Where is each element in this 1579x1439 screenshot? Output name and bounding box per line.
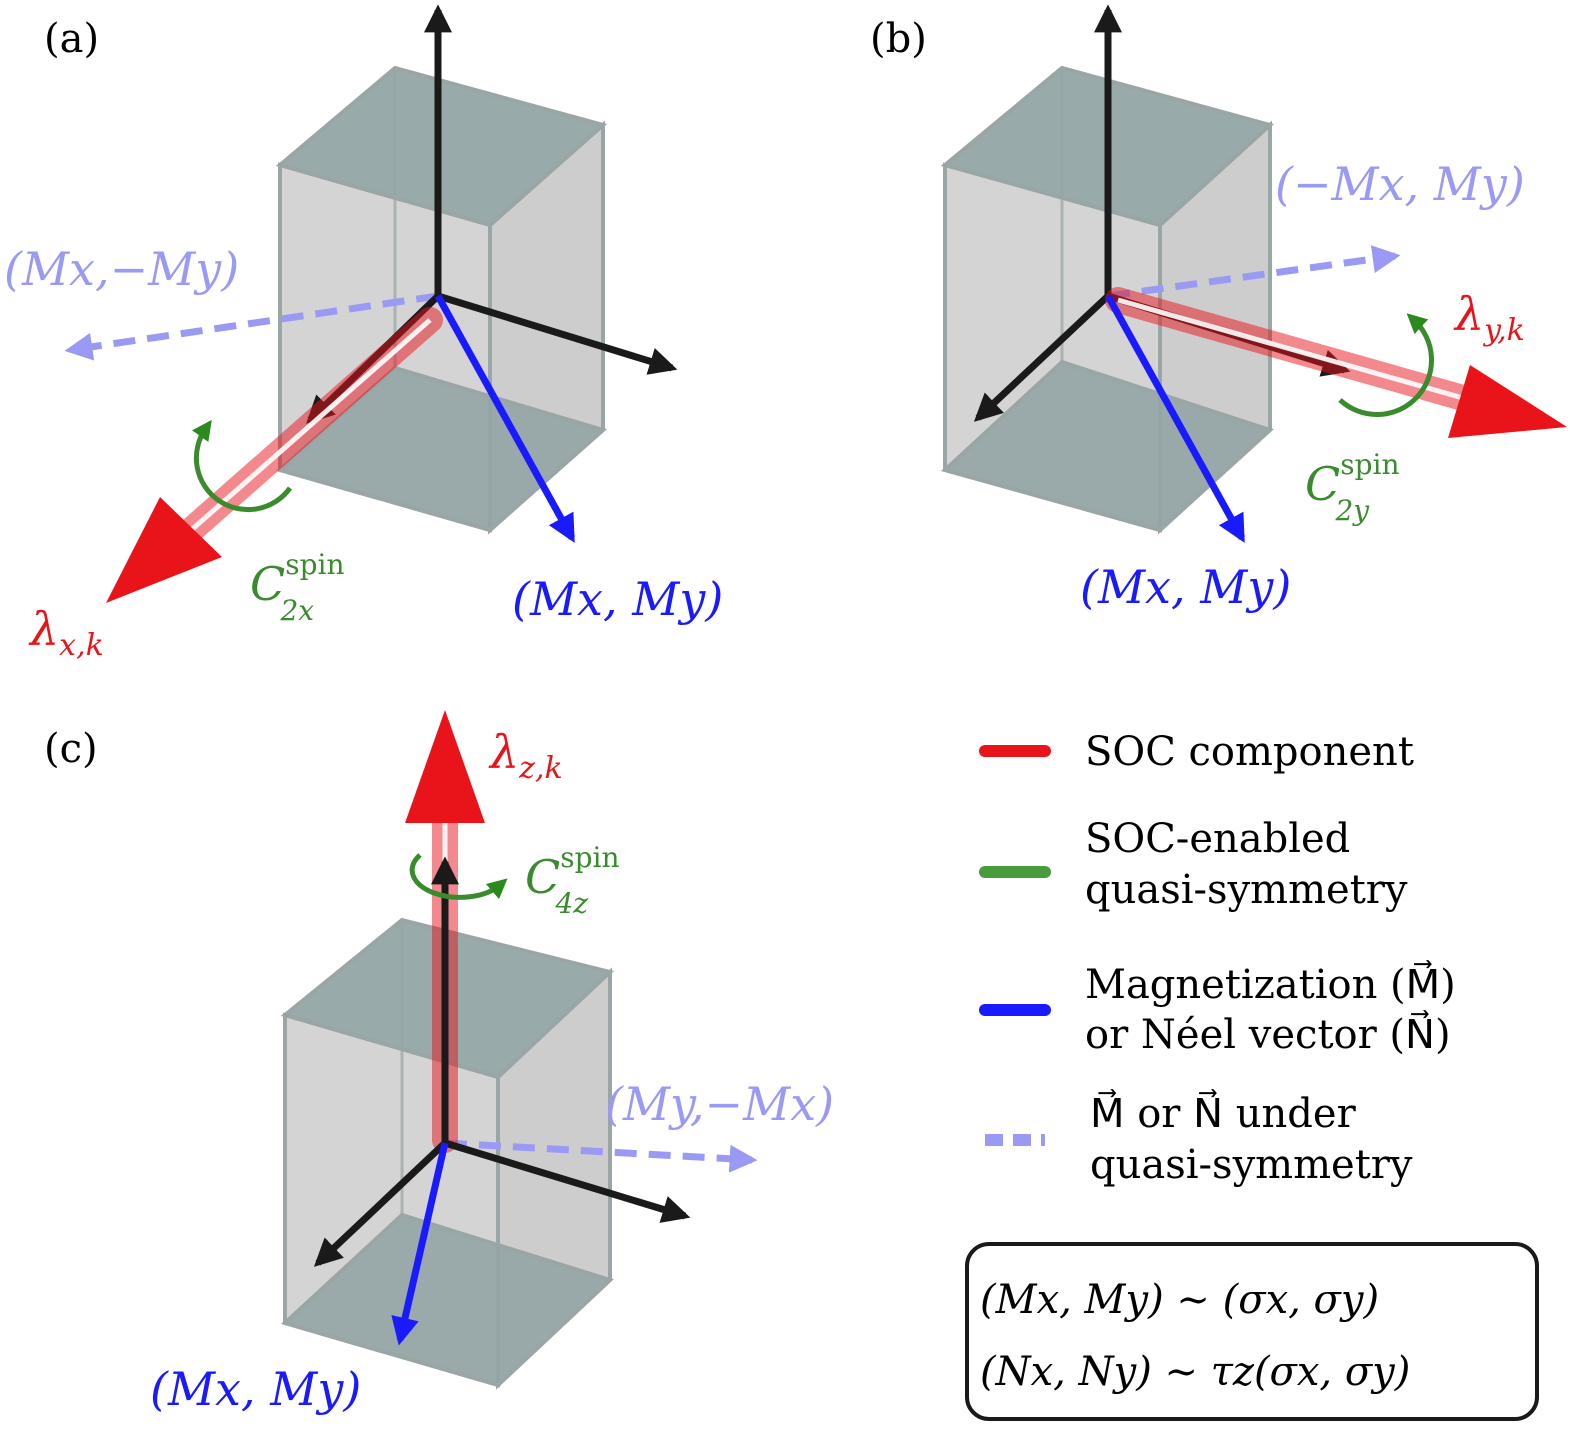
panel-b-mag-label: (Mx, My): [1080, 560, 1291, 614]
legend-label-vector-under-quasi-symmetry-2: quasi-symmetry: [1090, 1142, 1413, 1188]
panel-a-ghost-arrow: [64, 292, 439, 361]
panel-b-rotation-arrow: [1338, 313, 1434, 417]
panel-c-y-axis: [443, 1139, 691, 1223]
legend-label-vector-under-quasi-symmetry-1: M⃗ or N⃗ under: [1090, 1089, 1357, 1137]
panel-c-label: (c): [44, 726, 98, 772]
panel-b-ghost-arrow: [1107, 245, 1401, 300]
relation-magnetization: (Mx, My) ∼ (σx, σy): [980, 1277, 1379, 1323]
legend-label-quasi-symmetry-2: quasi-symmetry: [1085, 867, 1408, 913]
panel-a-soc-label: λx,k: [28, 602, 104, 663]
legend-label-quasi-symmetry-1: SOC-enabled: [1085, 816, 1350, 862]
panel-c-mag-arrow: [391, 1142, 449, 1346]
panel-a-y-axis: [436, 292, 678, 375]
legend: SOC component SOC-enabled quasi-symmetry…: [965, 729, 1539, 1421]
panel-c-ghost-label: (My,−Mx): [605, 1077, 834, 1131]
panel-a-ghost-label: (Mx,−My): [4, 242, 239, 296]
legend-label-soc: SOC component: [1085, 729, 1414, 775]
panel-b-mag-arrow: [1104, 294, 1246, 543]
panel-a-label: (a): [44, 16, 99, 62]
panel-c-soc-label: λz,k: [488, 725, 563, 786]
panel-c-x-axis: [313, 1140, 448, 1267]
panel-b-ghost-label: (−Mx, My): [1275, 157, 1525, 211]
panel-b-soc-arrow: [1105, 287, 1567, 438]
panel-a-mag-label: (Mx, My): [512, 572, 723, 626]
panel-c-mag-label: (Mx, My): [150, 1362, 361, 1416]
panel-a-rotation-arrow: [192, 419, 293, 513]
panel-c-rotation-arrow: [409, 853, 508, 900]
panel-c-ghost-arrow: [444, 1139, 758, 1173]
panel-a-mag-arrow: [434, 294, 576, 543]
relation-neel: (Nx, Ny) ∼ τz(σx, σy): [980, 1349, 1410, 1395]
panel-b-x-axis: [973, 293, 1111, 422]
panel-b-soc-label: λy,k: [1453, 287, 1525, 348]
legend-label-magnetization-1: Magnetization (M⃗): [1085, 960, 1456, 1008]
panel-c-box: [280, 917, 615, 1390]
relations-box: [965, 1242, 1539, 1421]
panel-b-label: (b): [870, 16, 927, 62]
legend-label-magnetization-2: or Néel vector (N⃗): [1085, 1010, 1451, 1058]
